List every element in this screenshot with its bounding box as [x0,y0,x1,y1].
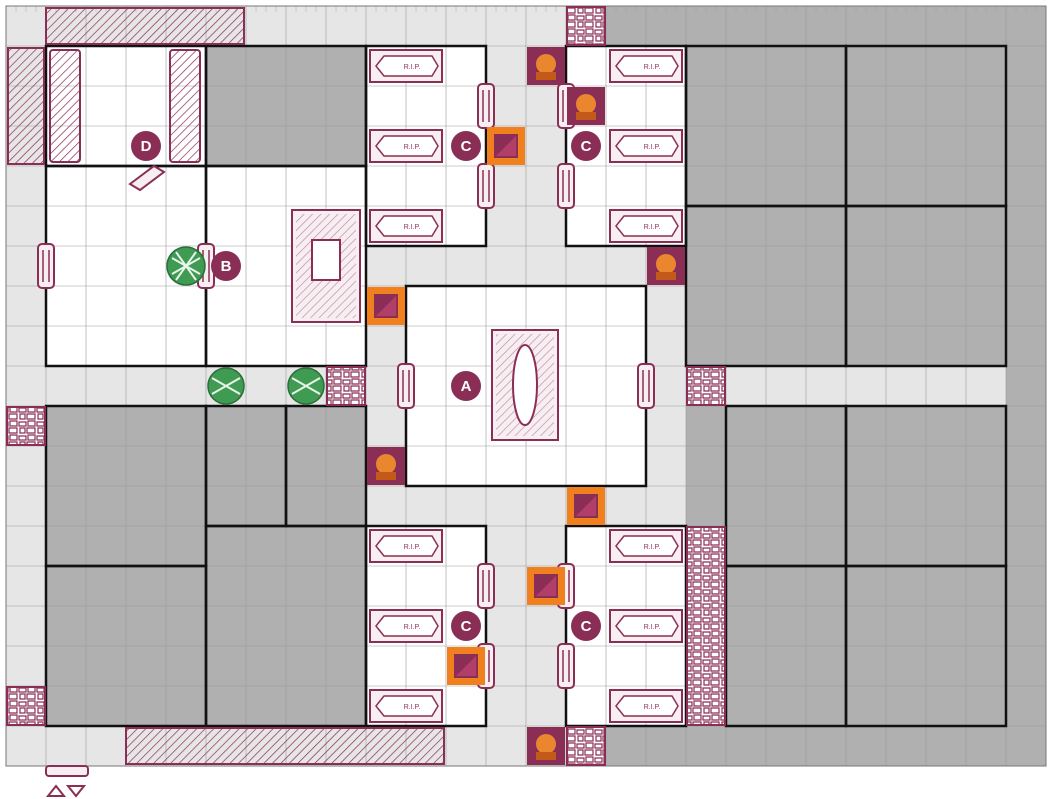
spider-icon [287,367,325,405]
door-icon [557,643,575,689]
gargoyle-icon [527,727,565,765]
coffin-icon: R.I.P. [609,129,683,163]
coffin-label: R.I.P. [644,144,661,151]
coffins: R.I.P. R.I.P. R.I.P. R.I.P. R.I.P. R.I.P. R.I.… [369,49,683,723]
falling-block-icon [128,164,166,192]
door-icon [477,563,495,609]
room-labels: A B C C C C D [131,131,601,641]
svg-text:C: C [581,138,592,155]
stairs-icon [45,765,89,798]
svg-text:C: C [461,618,472,635]
traps [367,127,605,685]
coffin-icon: R.I.P. [369,129,443,163]
coffin-icon: R.I.P. [609,529,683,563]
rubble-icon [6,6,726,766]
gargoyle-icon [367,447,405,485]
room-label-c3: C [451,611,481,641]
door-icon [557,163,575,209]
trap-icon [567,487,605,525]
room-label-a: A [451,371,481,401]
room-label-d: D [131,131,161,161]
coffin-icon: R.I.P. [609,689,683,723]
coffin-icon: R.I.P. [369,689,443,723]
room-label-b: B [211,251,241,281]
coffin-label: R.I.P. [404,64,421,71]
svg-text:C: C [581,618,592,635]
coffin-label: R.I.P. [404,224,421,231]
svg-text:D: D [141,138,152,155]
trap-icon [487,127,525,165]
gargoyle-icon [567,87,605,125]
trap-icon [527,567,565,605]
svg-text:C: C [461,138,472,155]
svg-text:B: B [221,258,232,275]
trap-icon [447,647,485,685]
coffin-icon: R.I.P. [369,209,443,243]
door-icon [637,363,655,409]
monsters [166,246,325,405]
coffin-label: R.I.P. [644,704,661,711]
door-icon [477,163,495,209]
coffin-label: R.I.P. [644,64,661,71]
room-label-c4: C [571,611,601,641]
trap-icon [367,287,405,325]
room-label-c1: C [451,131,481,161]
coffin-label: R.I.P. [644,224,661,231]
bookshelf-icon [7,7,445,765]
door-icon [37,243,55,289]
spider-icon [207,367,245,405]
coffin-icon: R.I.P. [609,49,683,83]
coffin-label: R.I.P. [404,704,421,711]
coffin-label: R.I.P. [404,624,421,631]
coffin-icon: R.I.P. [609,209,683,243]
weapon-rack-icon [49,49,201,163]
map-border [5,5,1047,767]
coffin-icon: R.I.P. [369,529,443,563]
coffin-icon: R.I.P. [369,609,443,643]
coffin-label: R.I.P. [644,544,661,551]
room-label-c2: C [571,131,601,161]
gargoyle-icon [527,47,565,85]
svg-text:A: A [461,378,472,395]
coffin-label: R.I.P. [644,624,661,631]
door-icon [477,83,495,129]
gargoyle-icon [647,247,685,285]
coffin-label: R.I.P. [404,144,421,151]
gargoyles [367,47,685,765]
coffin-icon: R.I.P. [609,609,683,643]
coffin-icon: R.I.P. [369,49,443,83]
door-icon [397,363,415,409]
tomb-icon [291,209,559,441]
spider-icon [166,246,206,286]
coffin-label: R.I.P. [404,544,421,551]
